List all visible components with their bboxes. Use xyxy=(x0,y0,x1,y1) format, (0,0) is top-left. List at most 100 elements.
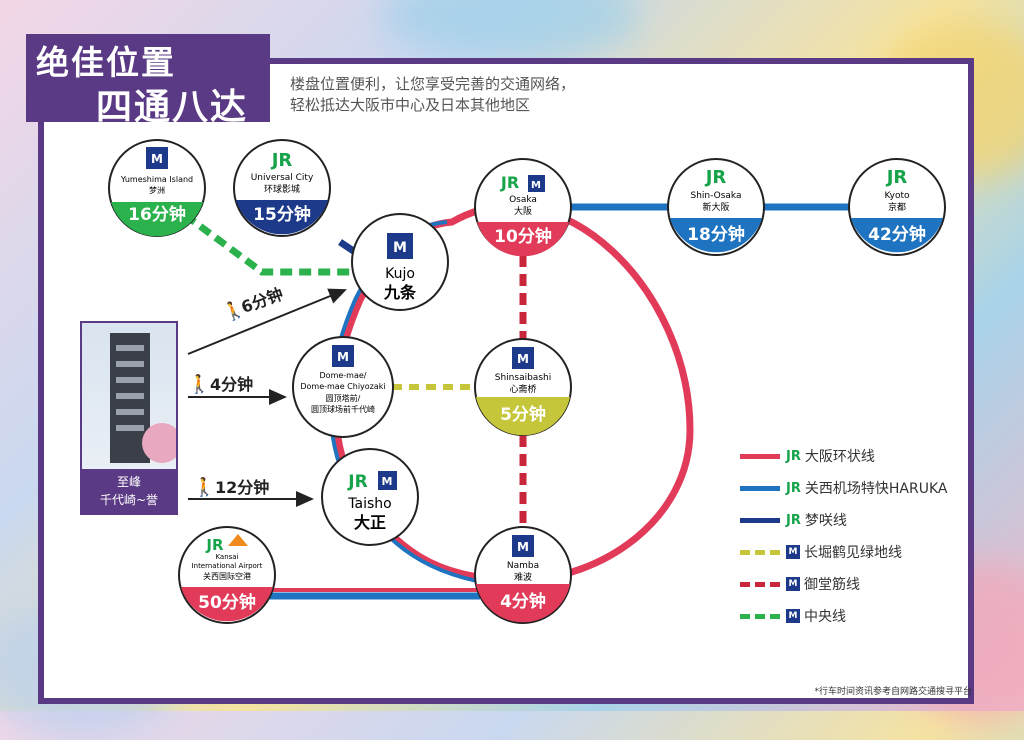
footnote: *行车时间资讯参考自网路交通搜寻平台 xyxy=(814,687,972,697)
legend-item-osaka-loop: JR 大阪环状线 xyxy=(740,440,947,472)
metro-icon: M xyxy=(786,577,800,591)
station-shinsaibashi[interactable]: M Shinsaibashi 心斋桥 5分钟 xyxy=(474,338,572,436)
jr-icon: JR xyxy=(786,512,801,528)
metro-icon: M xyxy=(786,609,800,623)
route-map: 🚶 6分钟 🚶 4分钟 🚶 12分钟 M Yumeshima Island 梦洲… xyxy=(108,139,946,624)
station-zh-1: 圆顶塔前/ xyxy=(326,393,361,403)
walk-time-taisho: 12分钟 xyxy=(215,478,269,497)
svg-text:M: M xyxy=(337,350,349,364)
station-yumeshima[interactable]: M Yumeshima Island 梦洲 16分钟 xyxy=(108,139,206,237)
jr-icon: JR xyxy=(500,173,519,192)
station-en: Yumeshima Island xyxy=(120,175,193,184)
station-zh: 心斋桥 xyxy=(509,383,536,395)
subtitle-line-2: 轻松抵达大阪市中心及日本其他地区 xyxy=(290,96,531,114)
station-shin-osaka[interactable]: JR Shin-Osaka 新大阪 18分钟 xyxy=(667,158,765,256)
station-en: Shin-Osaka xyxy=(691,191,742,201)
station-universal-city[interactable]: JR Universal City 环球影城 15分钟 xyxy=(233,139,331,237)
title-line-2: 四通八达 xyxy=(96,86,249,128)
station-en: Shinsaibashi xyxy=(495,373,551,383)
station-time: 15分钟 xyxy=(253,204,311,225)
legend-label: 梦咲线 xyxy=(804,513,847,529)
legend-label: 关西机场特快HARUKA xyxy=(804,481,948,497)
station-en: Universal City xyxy=(251,173,314,183)
station-zh: 难波 xyxy=(514,571,532,583)
svg-text:M: M xyxy=(151,152,163,166)
property-line-2: 千代崎~誉 xyxy=(99,493,159,507)
station-taisho[interactable]: JR M Taisho 大正 xyxy=(321,448,419,546)
station-en: Kujo xyxy=(385,266,415,282)
station-en-1: Kansai xyxy=(215,553,238,561)
station-time: 10分钟 xyxy=(494,226,552,247)
legend-item-chuo: M 中央线 xyxy=(740,600,947,632)
station-time: 4分钟 xyxy=(500,591,546,612)
svg-text:🚶: 🚶 xyxy=(193,476,215,498)
station-en-1: Dome-mae/ xyxy=(320,371,367,380)
station-en-2: International Airport xyxy=(192,562,263,570)
walk-time-kujo: 6分钟 xyxy=(239,284,286,317)
station-time: 5分钟 xyxy=(500,404,546,425)
legend-label: 御堂筋线 xyxy=(804,577,860,593)
title-box: 绝佳位置 四通八达 xyxy=(26,34,270,128)
subtitle-line-1: 楼盘位置便利，让您享受完善的交通网络， xyxy=(290,75,576,93)
metro-icon xyxy=(528,175,545,192)
station-domemae[interactable]: M Dome-mae/ Dome-mae Chiyozaki 圆顶塔前/ 圆顶球… xyxy=(292,336,394,438)
legend-label: 中央线 xyxy=(804,609,846,625)
title-line-1: 绝佳位置 xyxy=(36,43,176,82)
station-zh: 梦洲 xyxy=(149,186,165,195)
svg-text:🚶: 🚶 xyxy=(188,373,210,395)
jr-icon: JR xyxy=(885,167,908,188)
chuo-line xyxy=(182,212,350,276)
station-en-2: Dome-mae Chiyozaki xyxy=(300,382,385,391)
nankai-icon xyxy=(228,534,248,546)
legend-label: 长堀鹤见绿地线 xyxy=(804,545,902,561)
metro-icon xyxy=(512,347,534,369)
station-zh: 大正 xyxy=(354,513,386,532)
walk-time-domemae: 4分钟 xyxy=(210,375,253,394)
station-time: 50分钟 xyxy=(198,592,256,613)
jr-icon: JR xyxy=(270,150,293,171)
jr-icon: JR xyxy=(786,448,801,464)
jr-icon: JR xyxy=(704,167,727,188)
station-kyoto[interactable]: JR Kyoto 京都 42分钟 xyxy=(848,158,946,256)
walk-label-domemae: 🚶 4分钟 xyxy=(188,373,253,395)
station-zh: 大阪 xyxy=(514,205,532,217)
svg-text:M: M xyxy=(517,352,529,366)
jr-icon: JR xyxy=(786,480,801,496)
svg-text:M: M xyxy=(382,475,393,488)
property-line-1: 至峰 xyxy=(116,475,141,489)
station-kujo[interactable]: M Kujo 九条 xyxy=(351,213,449,311)
station-namba[interactable]: M Namba 难波 4分钟 xyxy=(474,526,572,624)
property-caption: 至峰 千代崎~誉 xyxy=(82,469,176,513)
station-en: Kyoto xyxy=(884,191,910,201)
svg-text:M: M xyxy=(393,240,407,256)
legend: JR 大阪环状线 JR 关西机场特快HARUKA JR 梦咲线 M 长堀鹤见绿地… xyxy=(740,440,947,632)
station-en: Namba xyxy=(507,561,539,571)
svg-text:M: M xyxy=(531,180,541,191)
walk-label-taisho: 🚶 12分钟 xyxy=(193,476,269,498)
station-en: Osaka xyxy=(509,195,537,205)
metro-icon xyxy=(332,345,354,367)
station-zh: 环球影城 xyxy=(264,183,300,195)
station-zh: 京都 xyxy=(888,201,906,213)
station-osaka[interactable]: JR M Osaka 大阪 10分钟 xyxy=(474,158,572,257)
metro-icon: M xyxy=(786,545,800,559)
station-kansai-airport[interactable]: JR Kansai International Airport 关西国际空港 5… xyxy=(178,526,276,624)
svg-text:M: M xyxy=(517,540,529,554)
metro-icon xyxy=(512,535,534,557)
legend-item-nagahori: M 长堀鹤见绿地线 xyxy=(740,536,947,568)
legend-item-haruka: JR 关西机场特快HARUKA xyxy=(740,472,947,504)
metro-icon xyxy=(378,471,397,490)
legend-item-midosuji: M 御堂筋线 xyxy=(740,568,947,600)
jr-icon: JR xyxy=(205,536,224,554)
legend-item-yumesaki: JR 梦咲线 xyxy=(740,504,947,536)
metro-icon xyxy=(387,233,413,259)
walk-arrow-kujo xyxy=(187,288,347,355)
legend-label: 大阪环状线 xyxy=(804,449,875,465)
subtitle: 楼盘位置便利，让您享受完善的交通网络， 轻松抵达大阪市中心及日本其他地区 xyxy=(290,74,575,116)
station-time: 42分钟 xyxy=(868,224,926,245)
jr-icon: JR xyxy=(347,472,367,492)
station-time: 16分钟 xyxy=(128,204,186,225)
station-zh-2: 圆顶球场前千代崎 xyxy=(311,404,375,414)
metro-icon xyxy=(146,147,168,169)
station-en: Taisho xyxy=(347,496,391,512)
